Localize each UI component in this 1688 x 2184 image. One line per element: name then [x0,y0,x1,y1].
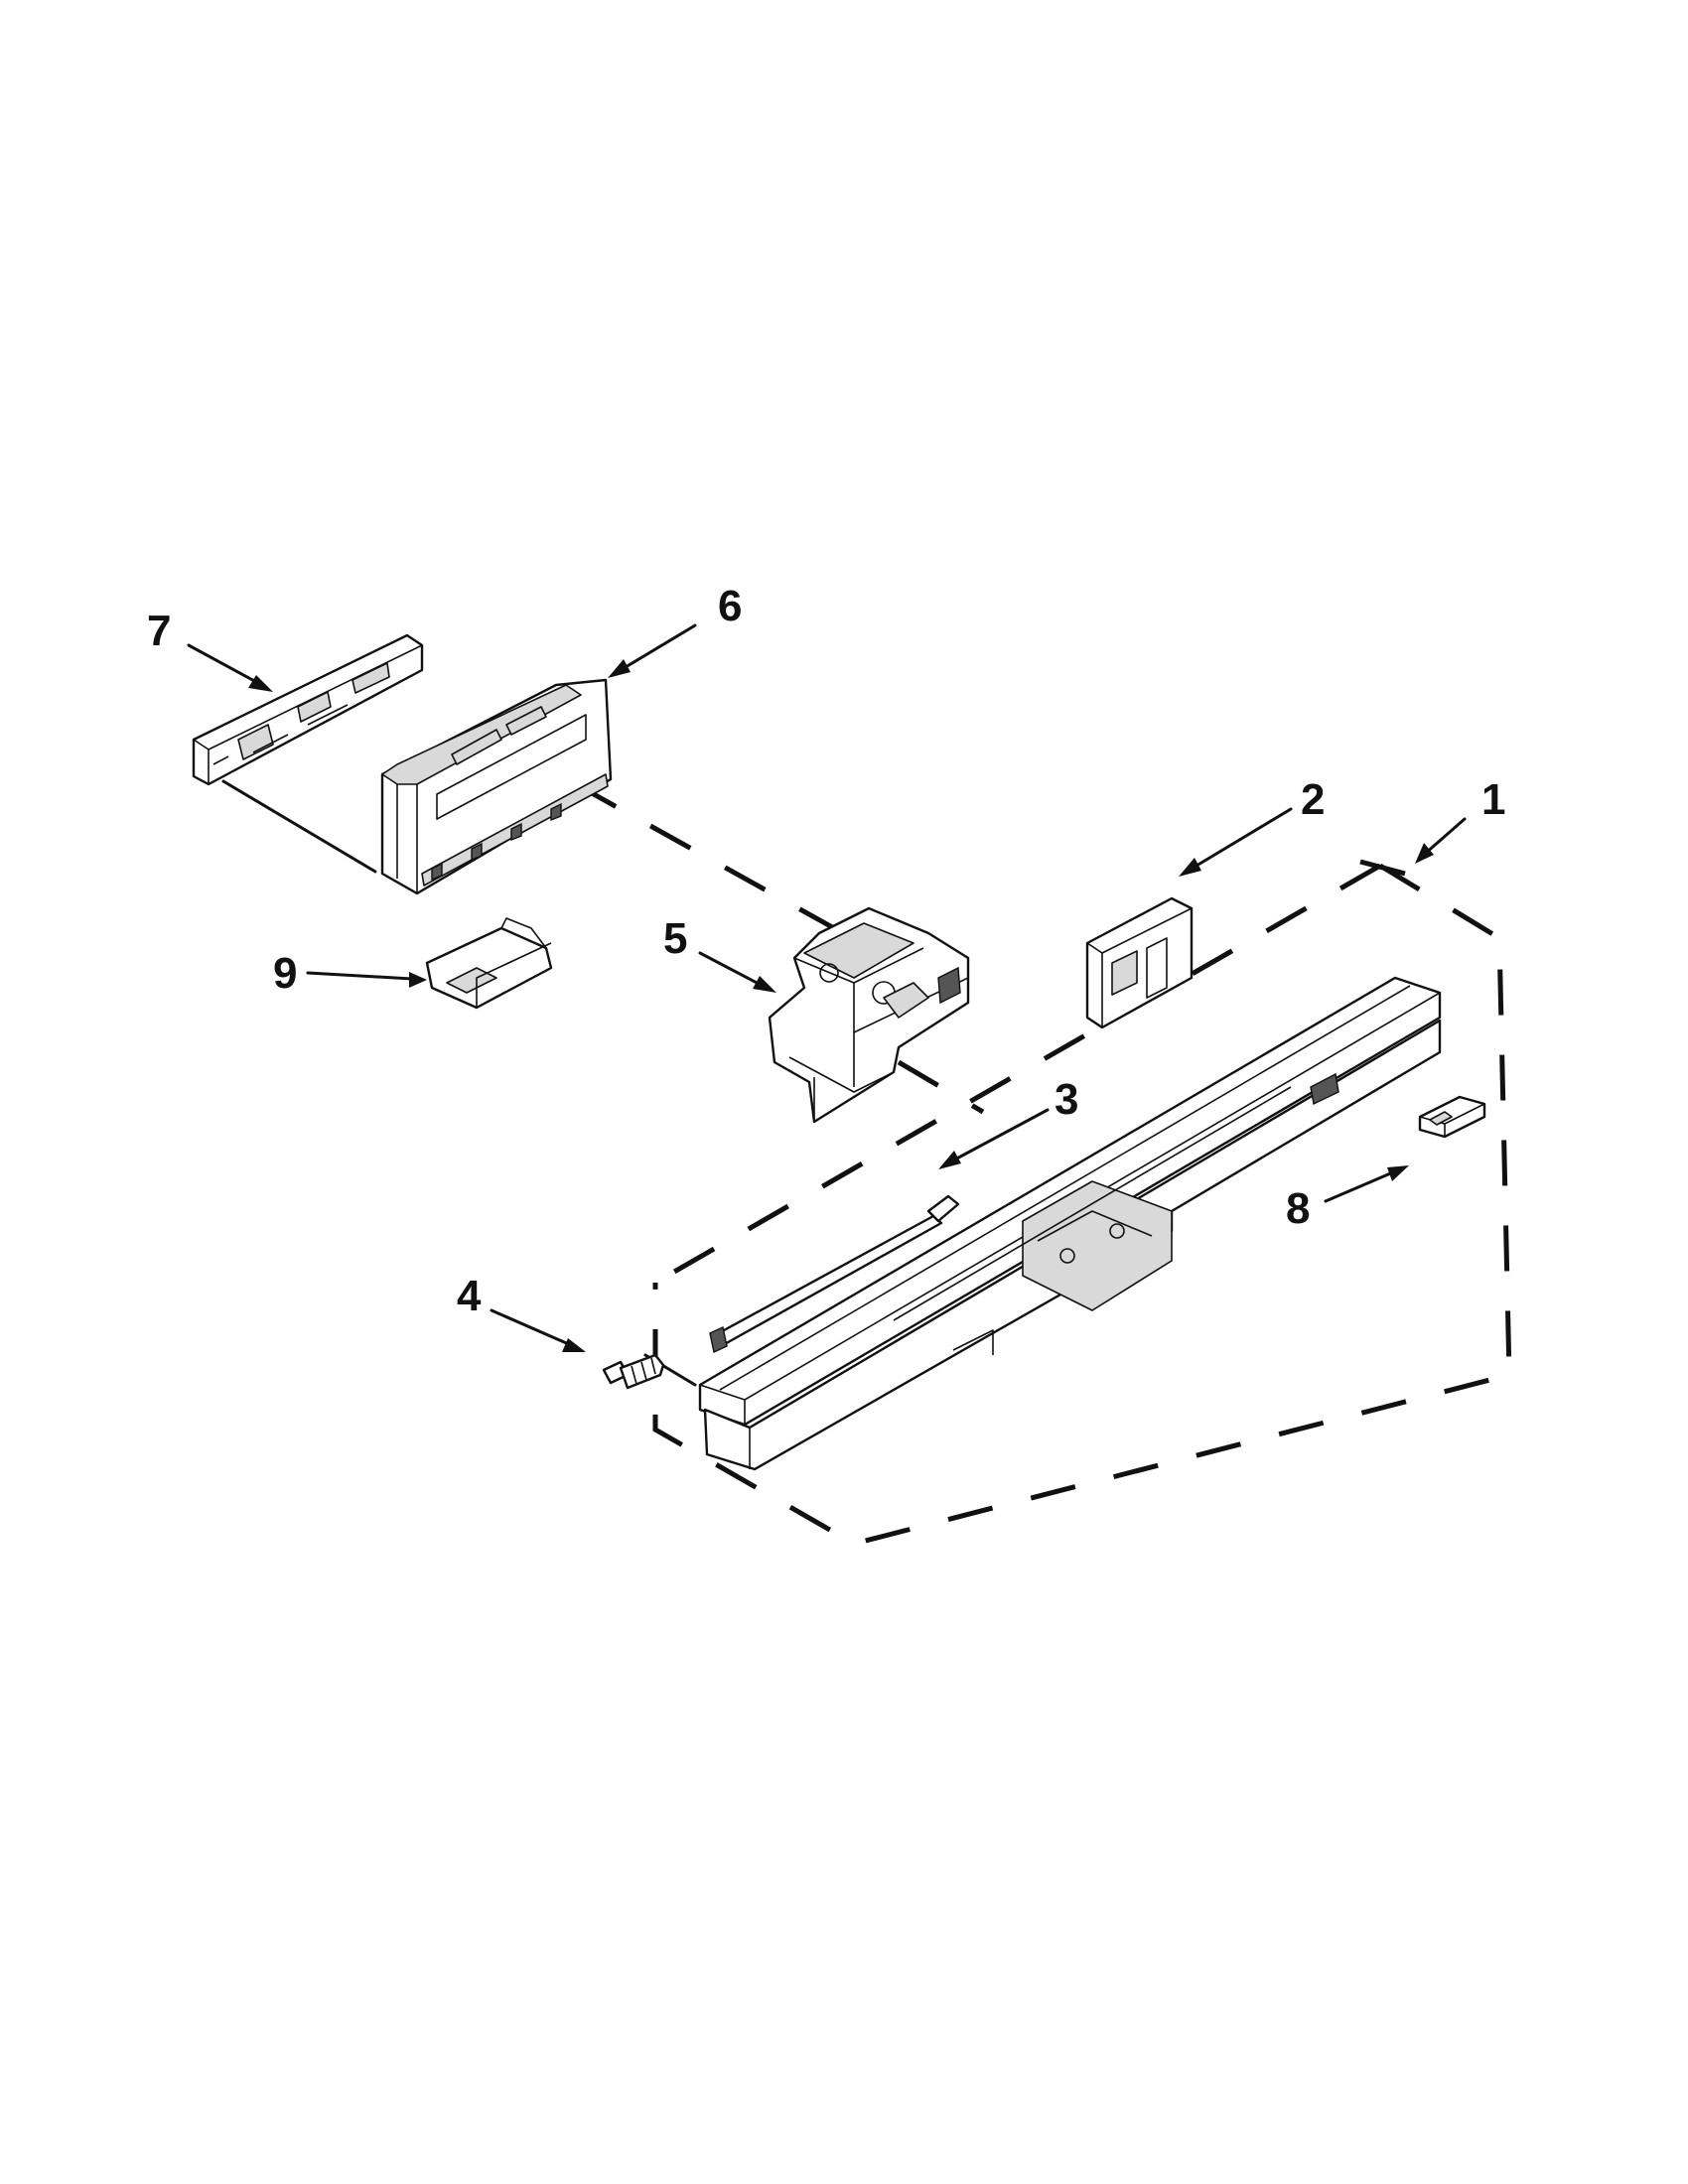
part-1-control-panel [698,976,1442,1471]
callout-4: 4 [457,1272,482,1320]
part-2-cover-plate [1085,896,1194,1029]
callout-6: 6 [718,582,742,630]
callout-3: 3 [1055,1075,1078,1124]
part-5-latch-housing [768,906,970,1124]
part-3-wire-harness [709,1194,960,1354]
callout-arrows [187,623,1467,1352]
part-9-clip-bracket [425,917,553,1010]
part-8-circuit-board [1418,1095,1486,1139]
callout-1: 1 [1481,775,1505,824]
callout-7: 7 [147,607,171,655]
callout-5: 5 [663,914,687,963]
callout-8: 8 [1286,1184,1310,1233]
part-6-control-module [380,678,613,895]
part-7-rail-bracket [192,633,424,786]
callout-2: 2 [1301,775,1325,824]
callout-9: 9 [273,949,297,998]
callout-labels: 1 2 3 4 5 6 7 8 9 [147,582,1505,1320]
assembly-boundary-1 [652,859,1512,1547]
part-4-screw [602,1353,665,1390]
